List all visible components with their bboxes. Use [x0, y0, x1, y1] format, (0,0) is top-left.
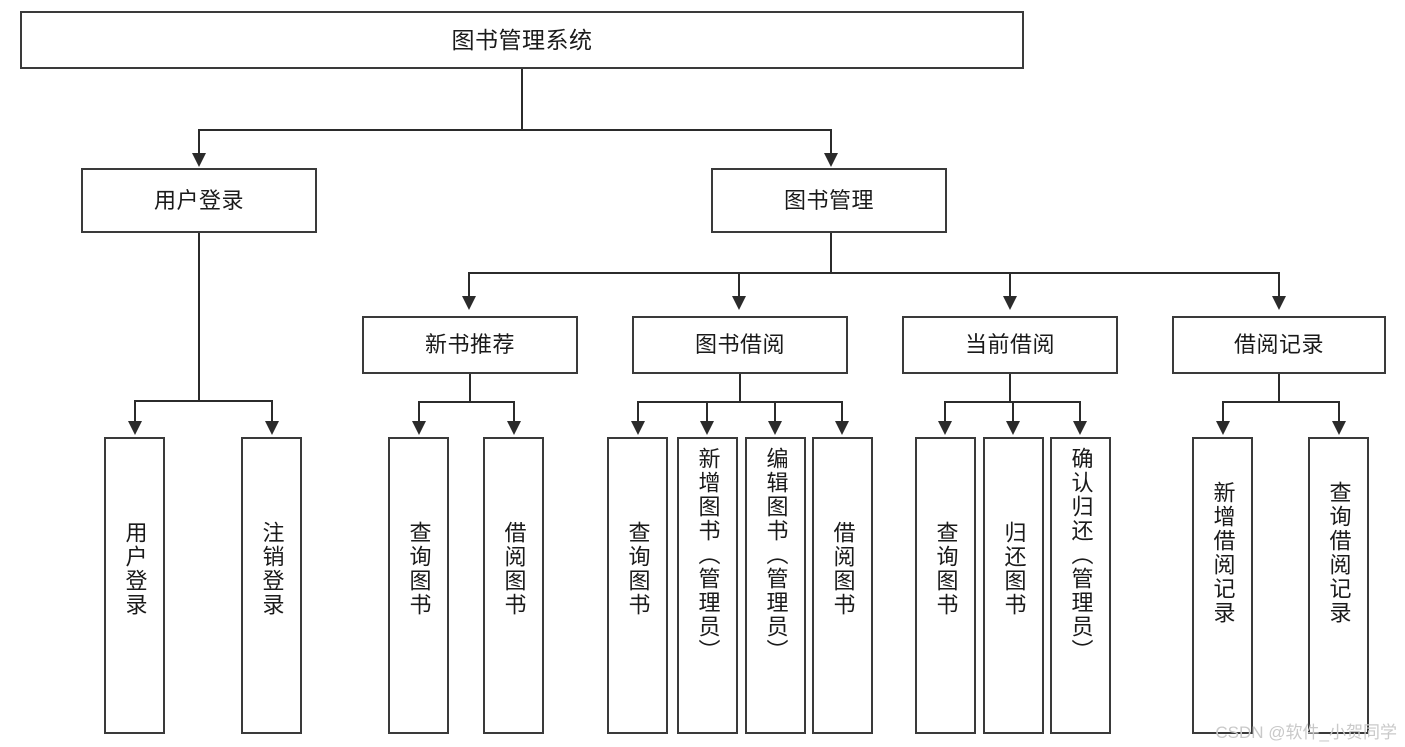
arrowhead-borrow-leaf3: [768, 421, 782, 435]
connector-record-leaf1: [1222, 401, 1224, 423]
connector-root-to-book-manage: [830, 129, 832, 155]
node-label: 新增图书（管理员）: [695, 447, 721, 663]
connector-current-leaf3: [1079, 401, 1081, 423]
connector-new-book-leaf1: [418, 401, 420, 423]
connector-user-login-to-leaf1: [134, 400, 136, 423]
node-label: 归还图书: [1001, 521, 1027, 617]
node-label: 查询借阅记录: [1326, 481, 1352, 625]
connector-borrow-leaf4: [841, 401, 843, 423]
arrowhead-root-to-user-login: [192, 153, 206, 167]
node-leaf-current-return[interactable]: 归还图书: [983, 437, 1044, 734]
node-leaf-borrow-borrow[interactable]: 借阅图书: [812, 437, 873, 734]
connector-root-bus: [198, 129, 832, 131]
node-label: 图书借阅: [694, 332, 785, 358]
arrowhead-to-record: [1272, 296, 1286, 310]
arrowhead-user-login-leaf2: [265, 421, 279, 435]
connector-to-current: [1009, 272, 1011, 298]
connector-new-book-stem: [469, 374, 471, 402]
node-new-book-recommend[interactable]: 新书推荐: [362, 316, 578, 374]
connector-user-login-bus: [134, 400, 271, 402]
node-borrow-record[interactable]: 借阅记录: [1172, 316, 1386, 374]
connector-to-borrow: [738, 272, 740, 298]
connector-borrow-leaf2: [706, 401, 708, 423]
connector-current-leaf2: [1012, 401, 1014, 423]
node-label: 查询图书: [406, 521, 432, 617]
connector-current-stem: [1009, 374, 1011, 402]
node-label: 确认归还（管理员）: [1068, 447, 1094, 663]
connector-to-new-book: [468, 272, 470, 298]
connector-new-book-leaf2: [513, 401, 515, 423]
arrowhead-current-leaf2: [1006, 421, 1020, 435]
connector-borrow-leaf1: [637, 401, 639, 423]
arrowhead-new-book-leaf1: [412, 421, 426, 435]
node-label: 当前借阅: [964, 332, 1055, 358]
connector-borrow-bus: [637, 401, 843, 403]
node-user-login[interactable]: 用户登录: [81, 168, 317, 233]
connector-user-login-to-leaf2: [271, 400, 273, 423]
node-book-borrow[interactable]: 图书借阅: [632, 316, 848, 374]
arrowhead-record-leaf2: [1332, 421, 1346, 435]
node-label: 图书管理: [783, 187, 874, 213]
node-label: 新书推荐: [424, 332, 515, 358]
node-leaf-record-query[interactable]: 查询借阅记录: [1308, 437, 1369, 734]
connector-book-manage-stem: [830, 233, 832, 273]
arrowhead-record-leaf1: [1216, 421, 1230, 435]
node-label: 新增借阅记录: [1210, 481, 1236, 625]
connector-borrow-leaf3: [774, 401, 776, 423]
arrowhead-user-login-leaf1: [128, 421, 142, 435]
arrowhead-to-borrow: [732, 296, 746, 310]
node-leaf-newbook-borrow[interactable]: 借阅图书: [483, 437, 544, 734]
node-leaf-logout[interactable]: 注销登录: [241, 437, 302, 734]
node-leaf-record-add[interactable]: 新增借阅记录: [1192, 437, 1253, 734]
connector-record-leaf2: [1338, 401, 1340, 423]
node-leaf-current-confirm[interactable]: 确认归还（管理员）: [1050, 437, 1111, 734]
connector-to-record: [1278, 272, 1280, 298]
node-leaf-borrow-edit[interactable]: 编辑图书（管理员）: [745, 437, 806, 734]
node-label: 查询图书: [933, 521, 959, 617]
arrowhead-root-to-book-manage: [824, 153, 838, 167]
node-root-system[interactable]: 图书管理系统: [20, 11, 1024, 69]
connector-new-book-bus: [418, 401, 514, 403]
node-label: 借阅记录: [1233, 332, 1324, 358]
node-label: 借阅图书: [501, 521, 527, 617]
node-book-manage[interactable]: 图书管理: [711, 168, 947, 233]
connector-book-manage-bus: [468, 272, 1280, 274]
node-leaf-user-login[interactable]: 用户登录: [104, 437, 165, 734]
node-current-borrow[interactable]: 当前借阅: [902, 316, 1118, 374]
arrowhead-current-leaf3: [1073, 421, 1087, 435]
node-label: 借阅图书: [830, 521, 856, 617]
node-label: 图书管理系统: [451, 26, 593, 53]
connector-record-bus: [1222, 401, 1339, 403]
connector-current-leaf1: [944, 401, 946, 423]
connector-user-login-stem: [198, 233, 200, 401]
arrowhead-current-leaf1: [938, 421, 952, 435]
watermark-text: CSDN @软件_小贺同学: [1215, 723, 1397, 742]
node-leaf-current-query[interactable]: 查询图书: [915, 437, 976, 734]
connector-root-stem: [521, 69, 523, 130]
arrowhead-borrow-leaf4: [835, 421, 849, 435]
arrowhead-borrow-leaf1: [631, 421, 645, 435]
arrowhead-to-current: [1003, 296, 1017, 310]
node-label: 注销登录: [259, 521, 285, 617]
node-label: 用户登录: [153, 187, 244, 213]
connector-borrow-stem: [739, 374, 741, 402]
connector-root-to-user-login: [198, 129, 200, 155]
node-leaf-newbook-query[interactable]: 查询图书: [388, 437, 449, 734]
node-leaf-borrow-query[interactable]: 查询图书: [607, 437, 668, 734]
node-label: 用户登录: [122, 521, 148, 617]
arrowhead-to-new-book: [462, 296, 476, 310]
arrowhead-borrow-leaf2: [700, 421, 714, 435]
arrowhead-new-book-leaf2: [507, 421, 521, 435]
connector-record-stem: [1278, 374, 1280, 402]
node-label: 编辑图书（管理员）: [763, 447, 789, 663]
node-leaf-borrow-add[interactable]: 新增图书（管理员）: [677, 437, 738, 734]
node-label: 查询图书: [625, 521, 651, 617]
